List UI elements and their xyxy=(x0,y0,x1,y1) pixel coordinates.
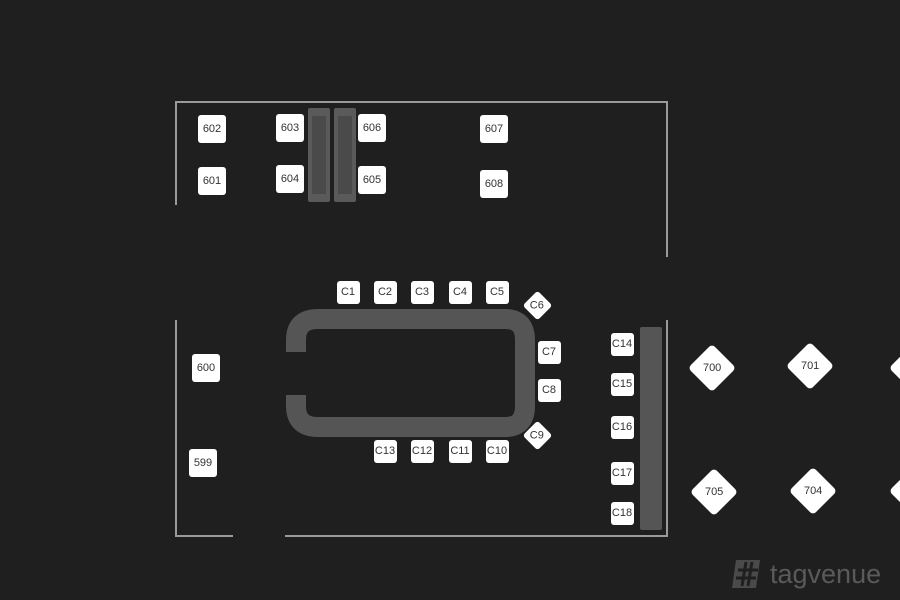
table-705-label: 705 xyxy=(704,485,724,498)
bar-counter xyxy=(640,327,662,530)
seat-c6-label: C6 xyxy=(529,299,545,311)
seat-c13[interactable]: C13 xyxy=(373,439,397,463)
seat-c5[interactable]: C5 xyxy=(485,280,509,304)
seat-c9-label: C9 xyxy=(529,429,545,441)
seat-c10[interactable]: C10 xyxy=(485,439,509,463)
seat-c16[interactable]: C16 xyxy=(610,415,634,439)
seat-c14[interactable]: C14 xyxy=(610,332,634,356)
seat-c4[interactable]: C4 xyxy=(448,280,472,304)
wall-top-right xyxy=(666,101,668,257)
table-602[interactable]: 602 xyxy=(198,115,226,143)
table-704-label: 704 xyxy=(803,484,823,497)
seat-c8[interactable]: C8 xyxy=(537,378,561,402)
tagvenue-logo-text: tagvenue xyxy=(770,558,882,589)
seat-c17[interactable]: C17 xyxy=(610,461,634,485)
table-603[interactable]: 603 xyxy=(276,114,304,142)
table-700-label: 700 xyxy=(702,361,722,374)
wall-top-left xyxy=(175,101,177,205)
table-601[interactable]: 601 xyxy=(198,167,226,195)
tagvenue-logo: tagvenue xyxy=(728,556,881,592)
table-608[interactable]: 608 xyxy=(480,170,508,198)
table-606[interactable]: 606 xyxy=(358,114,386,142)
tagvenue-logo-icon xyxy=(732,560,760,588)
wall-top xyxy=(175,101,668,103)
seat-c15[interactable]: C15 xyxy=(610,372,634,396)
seat-c7[interactable]: C7 xyxy=(537,340,561,364)
seat-c1[interactable]: C1 xyxy=(336,280,360,304)
wall-bottom-right xyxy=(285,535,668,537)
seat-c12[interactable]: C12 xyxy=(410,439,434,463)
wall-lower-right xyxy=(666,320,668,537)
table-605[interactable]: 605 xyxy=(358,166,386,194)
table-600[interactable]: 600 xyxy=(192,354,220,382)
wall-lower-left xyxy=(175,320,177,537)
wall-bottom-left xyxy=(175,535,233,537)
table-701-label: 701 xyxy=(800,359,820,372)
seat-c18[interactable]: C18 xyxy=(610,501,634,525)
partition-right xyxy=(334,108,356,202)
table-599[interactable]: 599 xyxy=(189,449,217,477)
partition-left xyxy=(308,108,330,202)
table-607[interactable]: 607 xyxy=(480,115,508,143)
seat-c2[interactable]: C2 xyxy=(373,280,397,304)
table-604[interactable]: 604 xyxy=(276,165,304,193)
seat-c11[interactable]: C11 xyxy=(448,439,472,463)
seat-c3[interactable]: C3 xyxy=(410,280,434,304)
